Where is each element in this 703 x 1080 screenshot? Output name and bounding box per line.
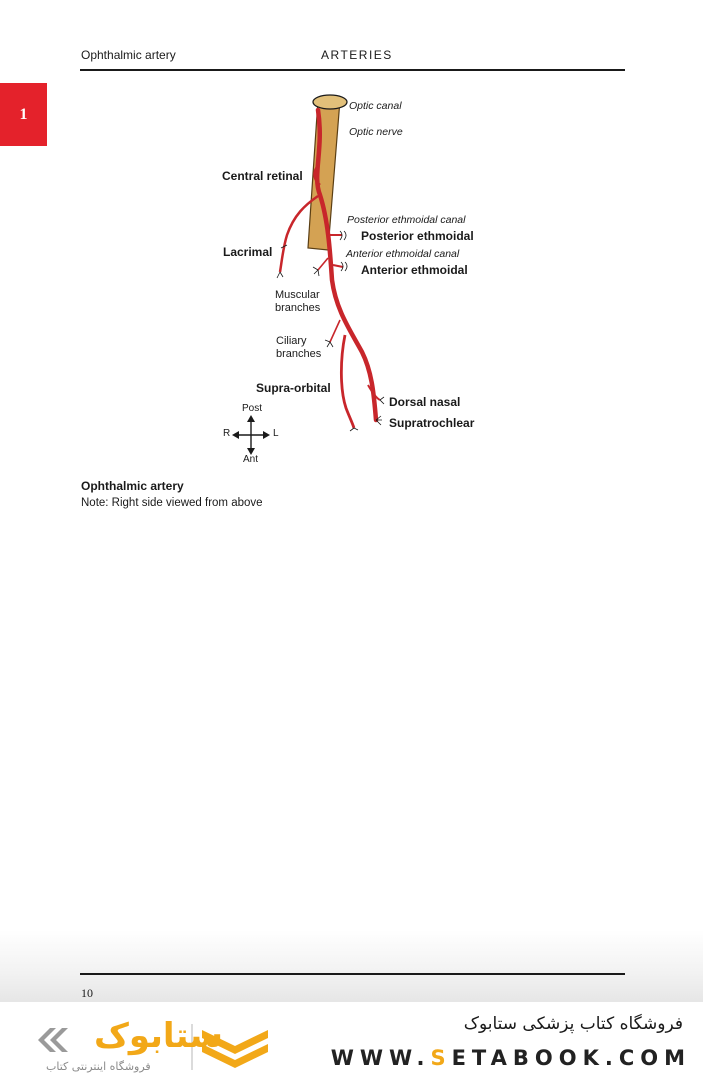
label-central-retinal: Central retinal (222, 169, 303, 183)
ophthalmic-artery-diagram: Optic canal Optic nerve Central retinal … (0, 0, 703, 470)
setabook-logo-icon (38, 1024, 268, 1070)
url-prefix: WWW. (330, 1046, 431, 1070)
label-ciliary-line2: branches (276, 348, 322, 360)
anterior-ethmoidal-artery (332, 264, 344, 268)
label-lacrimal: Lacrimal (223, 245, 273, 259)
figure-caption-note: Note: Right side viewed from above (81, 497, 263, 509)
compass-label-l: L (273, 428, 279, 439)
compass-label-ant: Ant (243, 454, 259, 465)
muscular-branch-vessel (317, 257, 329, 271)
store-url[interactable]: WWW.SETABOOK.COM (331, 1046, 691, 1070)
label-supra-orbital: Supra-orbital (256, 381, 331, 395)
label-optic-nerve: Optic nerve (349, 126, 403, 138)
diagram-drawing (232, 94, 385, 455)
chapter-tab: 1 (0, 83, 47, 146)
footer-rule (80, 973, 625, 975)
label-optic-canal: Optic canal (349, 100, 402, 112)
label-dorsal-nasal: Dorsal nasal (389, 395, 461, 409)
footer-shade (0, 930, 703, 1002)
setabook-banner (0, 1002, 703, 1080)
optic-nerve-shape (307, 99, 341, 251)
supra-orbital-artery (339, 334, 356, 429)
header-rule (80, 69, 625, 71)
main-artery (314, 107, 379, 423)
ciliary-branch-vessel (329, 319, 341, 343)
lacrimal-artery (278, 194, 319, 273)
optic-canal-ring (312, 94, 348, 110)
url-highlight: S (430, 1046, 452, 1070)
label-posterior-ethmoidal: Posterior ethmoidal (361, 229, 474, 243)
orientation-compass (232, 415, 270, 455)
central-retinal-artery (313, 165, 321, 186)
label-muscular-line1: Muscular (275, 289, 320, 301)
url-suffix: ETABOOK.COM (451, 1046, 691, 1070)
figure-caption-title: Ophthalmic artery (81, 479, 184, 493)
running-header-section: ARTERIES (321, 48, 393, 62)
label-anterior-ethmoidal: Anterior ethmoidal (361, 263, 468, 277)
compass-label-post: Post (242, 403, 263, 414)
label-posterior-ethmoidal-canal: Posterior ethmoidal canal (347, 214, 466, 226)
page-number: 10 (81, 986, 93, 1000)
label-supratrochlear: Supratrochlear (389, 416, 475, 430)
label-anterior-ethmoidal-canal: Anterior ethmoidal canal (346, 248, 460, 260)
dorsal-nasal-artery (367, 384, 381, 401)
label-ciliary-line1: Ciliary (276, 335, 307, 347)
compass-label-r: R (223, 428, 231, 439)
running-header-title: Ophthalmic artery (81, 48, 176, 62)
brand-tagline-fa: فروشگاه اینترنتی کتاب (46, 1060, 151, 1073)
brand-name-fa: ستابوک (94, 1016, 223, 1056)
store-name-fa: فروشگاه کتاب پزشکی ستابوک (463, 1014, 683, 1034)
label-muscular-line2: branches (275, 302, 321, 314)
